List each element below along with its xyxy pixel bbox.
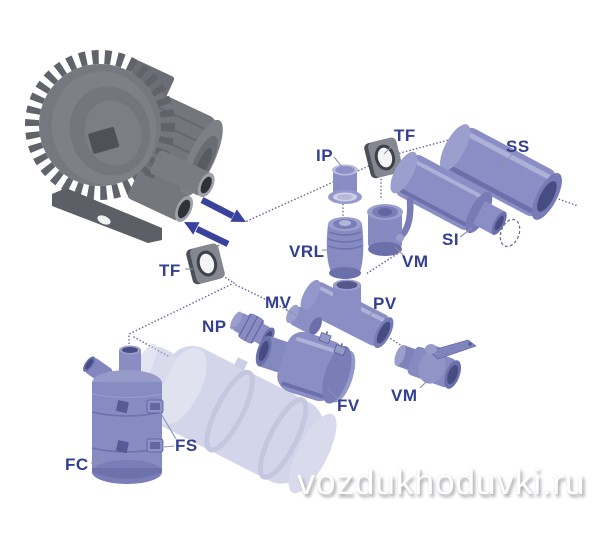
filter-fv [255,331,356,404]
ghost-filter [129,343,337,494]
tee-pipe-pv [300,279,394,349]
connection-ellipse [499,218,521,248]
label-np: NP [202,317,227,336]
label-fc: FC [65,455,89,474]
label-ip: IP [316,146,333,165]
flow-arrows [184,197,246,247]
fv-clamp-lower [333,343,347,356]
label-tf-top: TF [394,126,416,145]
muffler-mv [286,304,322,336]
fs-clamp-lower [146,438,164,453]
inlet-piece-ip [328,164,362,204]
filter-canister-fc [83,345,164,484]
label-fv: FV [337,396,360,415]
label-pv: PV [373,294,397,313]
label-tf-left: TF [159,261,181,280]
label-vrl: VRL [289,242,325,261]
ball-valve-vm-bottom [394,339,477,389]
label-vm-bottom: VM [391,386,418,405]
label-si: SI [442,230,459,249]
label-ss: SS [506,137,530,156]
site-watermark: vozdukhoduvki.ru [297,461,586,502]
fv-clamp-upper [318,331,332,344]
fs-clamp-upper [146,399,164,414]
arrow-in [184,222,230,247]
label-leader-lines [91,145,513,464]
silencer-si [390,151,507,235]
blower-unit [25,50,223,243]
flange-tf-left [186,243,225,285]
label-fs: FS [175,436,198,455]
label-mv: MV [265,293,292,312]
silencer-ss [440,124,562,220]
label-vm-top: VM [402,252,429,271]
ball-valve-vm-top [367,196,414,256]
relief-valve-vrl [326,217,364,279]
arrow-out [200,197,246,222]
